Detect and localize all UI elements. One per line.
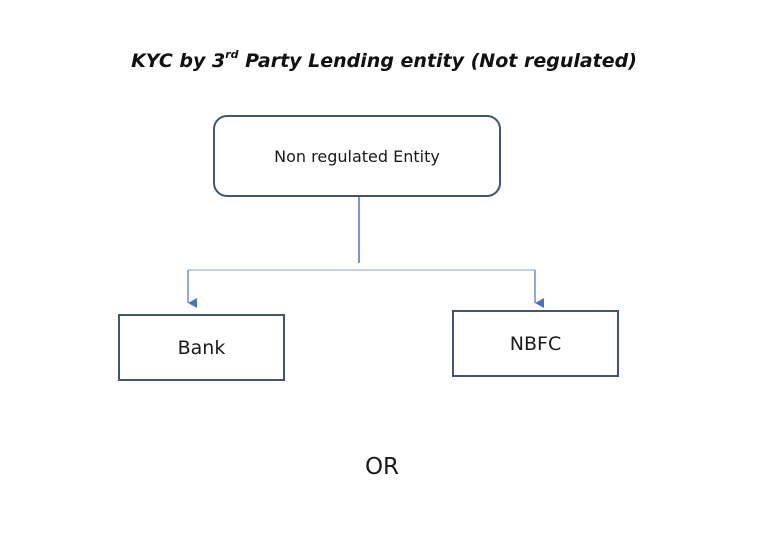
diagram-title: KYC by 3rd Party Lending entity (Not reg… [0, 48, 768, 72]
node-non-regulated-entity: Non regulated Entity [213, 115, 501, 197]
node-nbfc-label: NBFC [509, 332, 562, 355]
node-nbfc: NBFC [452, 310, 619, 377]
title-suffix: Party Lending entity (Not regulated) [238, 50, 637, 72]
node-bank-label: Bank [177, 336, 226, 359]
node-non-regulated-entity-label: Non regulated Entity [274, 146, 440, 166]
title-superscript: rd [225, 48, 239, 61]
title-prefix: KYC by 3 [131, 50, 226, 72]
or-label: OR [364, 454, 400, 480]
node-bank: Bank [118, 314, 285, 381]
